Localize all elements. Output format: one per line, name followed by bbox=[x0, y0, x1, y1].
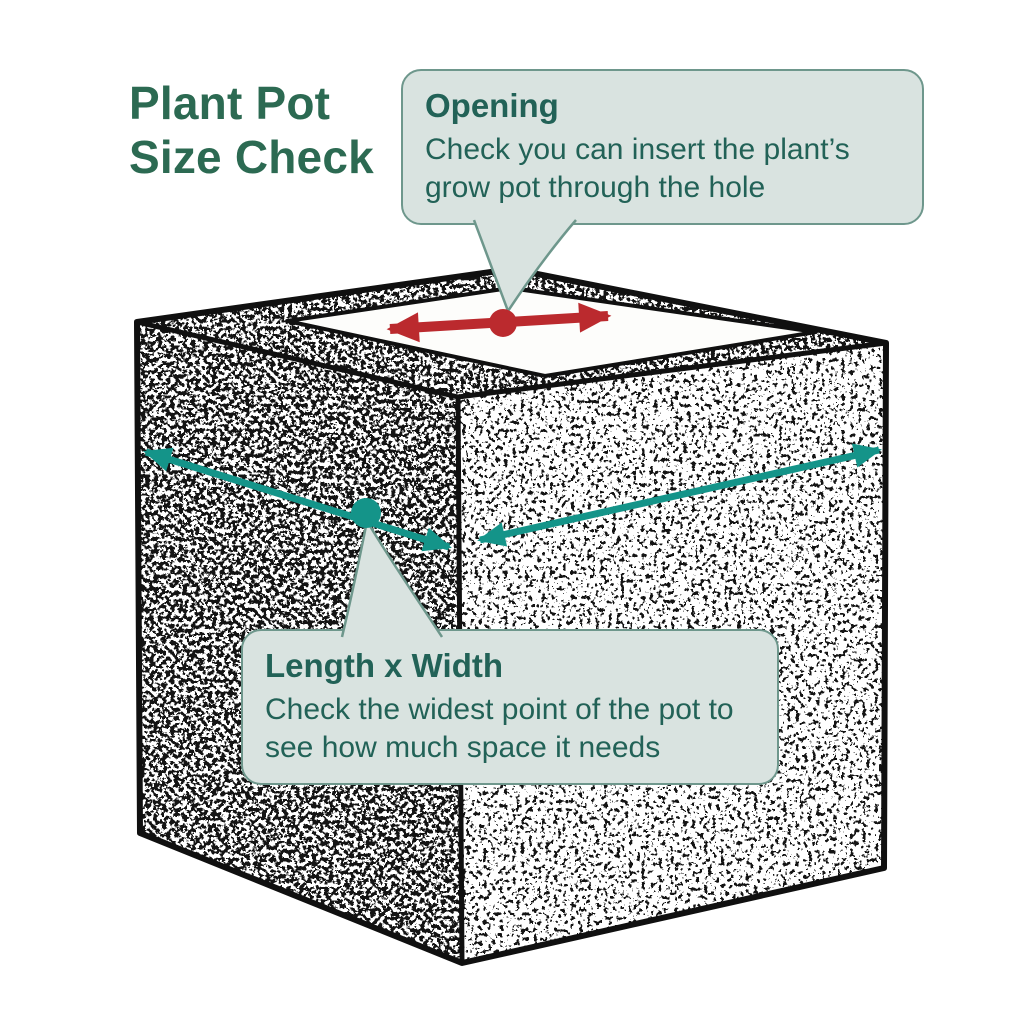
callout-opening-body: Check you can insert the plant’s grow po… bbox=[425, 133, 850, 204]
callout-dimensions: Length x Width Check the widest point of… bbox=[241, 629, 779, 785]
callout-dimensions-heading: Length x Width bbox=[265, 647, 503, 684]
page-title-line1: Plant Pot bbox=[129, 77, 331, 129]
length-arrow-right-segment bbox=[477, 443, 882, 547]
callout-opening-heading: Opening bbox=[425, 87, 559, 124]
page-title: Plant Pot Size Check bbox=[129, 76, 374, 184]
callout-opening: Opening Check you can insert the plant’s… bbox=[401, 69, 924, 225]
page-title-line2: Size Check bbox=[129, 131, 374, 183]
callout-dimensions-body: Check the widest point of the pot to see… bbox=[265, 693, 734, 764]
